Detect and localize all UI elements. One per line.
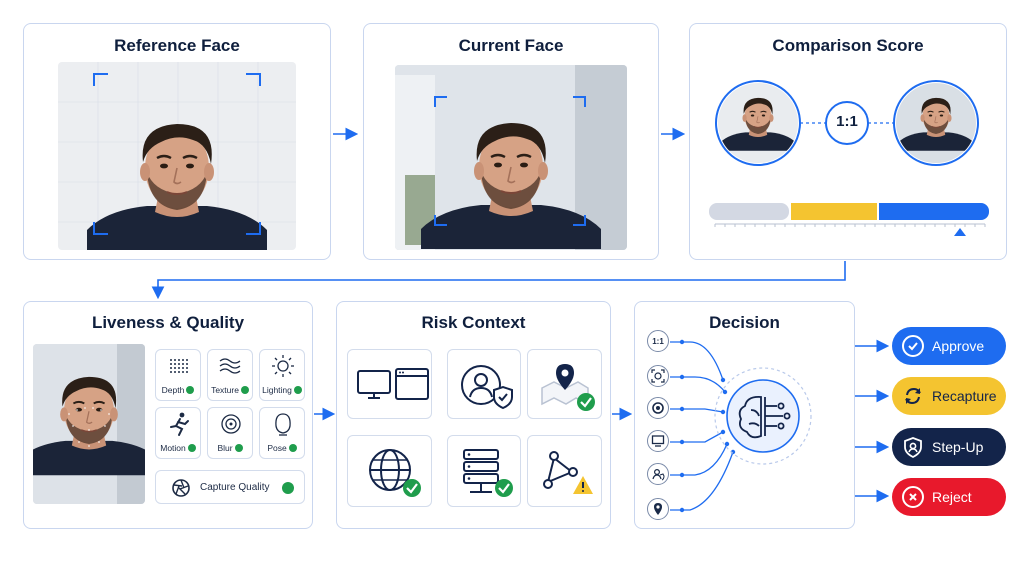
head-pose-icon — [275, 413, 291, 436]
shield-user-icon — [902, 436, 924, 459]
check-pass-icon — [288, 443, 297, 452]
reference-face-panel: Reference Face — [23, 23, 331, 260]
blur-focus-icon — [221, 414, 241, 434]
check-label: Blur — [217, 443, 233, 453]
check-pass-icon — [293, 385, 302, 394]
decision-input-match: 1:1 — [647, 330, 669, 352]
capture-quality-label: Capture Quality — [200, 482, 270, 493]
risk-tile-location — [527, 349, 602, 419]
approve-button[interactable]: Approve — [892, 327, 1006, 365]
check-label: Lighting — [262, 385, 292, 395]
check-pass-icon — [186, 385, 195, 394]
panel-title: Liveness & Quality — [91, 313, 245, 332]
panel-title: Comparison Score — [772, 36, 924, 55]
check-label: Texture — [211, 385, 239, 395]
network-graph-icon — [543, 451, 593, 494]
panel-title: Risk Context — [421, 313, 526, 332]
user-shield-icon — [461, 365, 513, 410]
monitor-icon — [651, 435, 665, 447]
decision-input-camera — [647, 397, 669, 419]
check-label: Depth — [161, 385, 185, 395]
decision-input-identity — [647, 463, 669, 485]
liveness-check-pose: Pose — [259, 407, 305, 459]
liveness-check-texture: Texture — [207, 349, 253, 401]
panel-title: Current Face — [458, 36, 564, 55]
liveness-quality-panel: Liveness & Quality Depth — [23, 301, 313, 529]
capture-quality-row: Capture Quality — [155, 470, 305, 504]
x-circle-icon — [902, 486, 924, 508]
comparison-graphic — [709, 80, 989, 236]
sun-icon — [272, 355, 294, 377]
reference-face-photo — [58, 62, 296, 250]
liveness-check-motion: Motion — [155, 407, 201, 459]
refresh-icon — [902, 385, 924, 407]
check-pass-icon — [187, 443, 196, 452]
risk-tile-identity — [447, 349, 521, 419]
risk-tile-graph — [527, 435, 602, 507]
texture-waves-icon — [219, 358, 241, 374]
step-up-button[interactable]: Step-Up — [892, 428, 1006, 466]
reject-button[interactable]: Reject — [892, 478, 1006, 516]
risk-context-panel: Risk Context — [336, 301, 611, 529]
panel-title: Reference Face — [114, 36, 240, 55]
liveness-check-depth: Depth — [155, 349, 201, 401]
check-pass-icon — [240, 385, 249, 394]
decision-network — [670, 339, 812, 513]
check-label: Motion — [160, 443, 186, 453]
location-pin-icon — [654, 503, 662, 515]
check-circle-icon — [902, 335, 924, 357]
check-label: Pose — [267, 443, 287, 453]
globe-icon — [369, 449, 421, 497]
match-icon: 1:1 — [652, 336, 664, 346]
match-ratio-label: 1:1 — [836, 113, 858, 130]
map-location-icon — [541, 364, 595, 411]
decision-input-location — [647, 498, 669, 520]
decision-panel: Decision — [634, 301, 855, 529]
approve-label: Approve — [932, 338, 985, 354]
recapture-button[interactable]: Recapture — [892, 377, 1006, 415]
risk-tile-network — [347, 435, 432, 507]
decision-input-face — [647, 365, 669, 387]
reject-label: Reject — [932, 489, 972, 505]
ai-brain-icon — [738, 396, 791, 439]
risk-tile-server — [447, 435, 521, 507]
risk-tile-devices — [347, 349, 432, 419]
user-shield-icon — [652, 468, 665, 481]
check-pass-icon — [234, 443, 243, 452]
liveness-check-lighting: Lighting — [259, 349, 305, 401]
decision-input-device — [647, 430, 669, 452]
recapture-label: Recapture — [932, 388, 997, 404]
devices-icon — [357, 368, 429, 400]
current-face-photo — [395, 65, 627, 250]
running-person-icon — [170, 412, 189, 436]
comparison-score-panel: Comparison Score 1:1 — [689, 23, 1007, 260]
liveness-face-photo — [33, 344, 145, 504]
capture-quality-status-dot — [282, 482, 294, 494]
camera-aperture-icon — [652, 402, 664, 414]
panel-title: Decision — [709, 313, 780, 332]
face-scan-icon — [651, 369, 665, 383]
liveness-check-blur: Blur — [207, 407, 253, 459]
current-face-panel: Current Face — [363, 23, 659, 260]
step-up-label: Step-Up — [932, 439, 984, 455]
depth-dots-icon — [170, 359, 188, 373]
camera-aperture-icon — [172, 479, 190, 497]
server-icon — [463, 449, 513, 497]
